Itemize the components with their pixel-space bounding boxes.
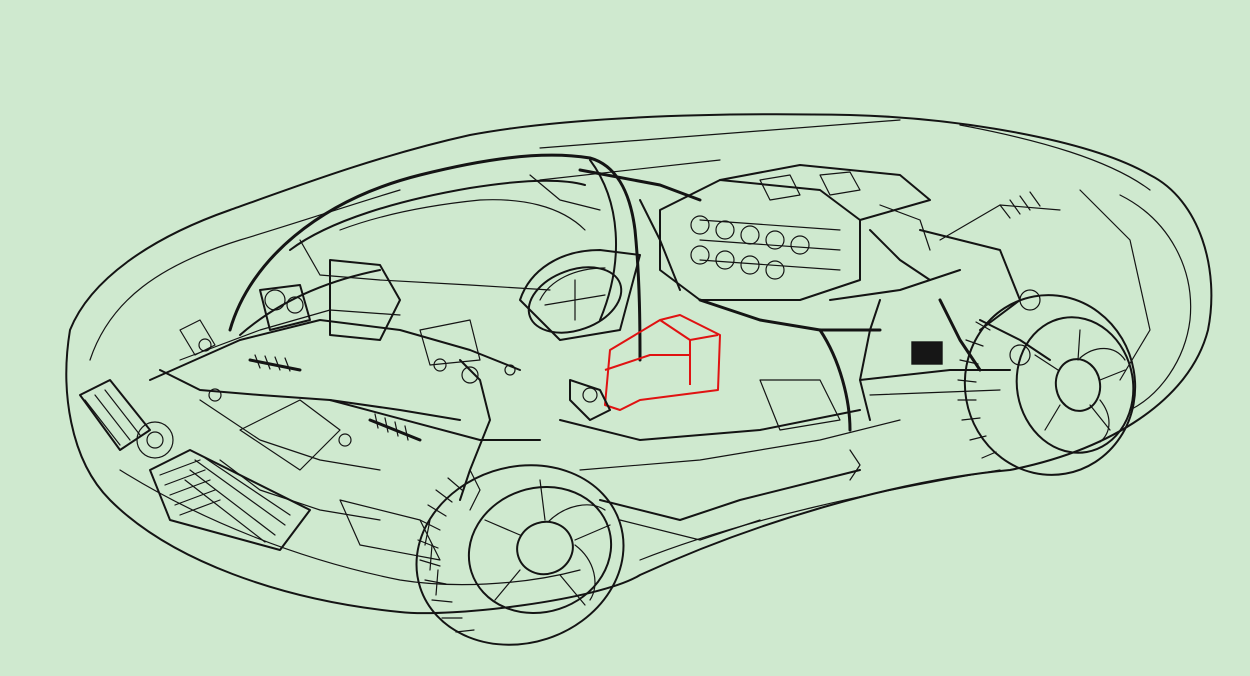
rear-wheel bbox=[957, 294, 1137, 476]
front-wheel bbox=[415, 464, 625, 646]
rear-suspension bbox=[859, 289, 1041, 396]
radiator-fins bbox=[159, 457, 291, 543]
radiator bbox=[79, 379, 311, 551]
fittings bbox=[198, 338, 861, 511]
rear-tire-tread bbox=[957, 321, 997, 459]
front-suspension bbox=[248, 354, 541, 501]
chassis-floor bbox=[559, 409, 901, 541]
intake-runners bbox=[690, 215, 810, 280]
engine bbox=[659, 164, 931, 301]
rear-structure bbox=[698, 191, 1061, 432]
steering-wheel bbox=[527, 266, 623, 334]
battery bbox=[911, 341, 943, 365]
front-tire-tread bbox=[417, 477, 475, 633]
fuel-tank-highlight bbox=[604, 314, 721, 411]
body-shell bbox=[65, 113, 1213, 615]
